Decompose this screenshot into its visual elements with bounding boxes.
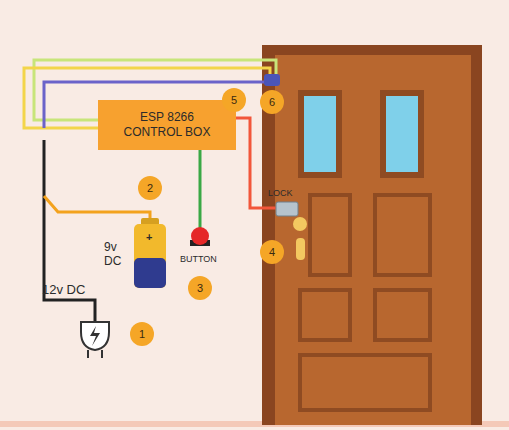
callout-number: 2	[138, 176, 162, 200]
battery-body	[134, 258, 166, 288]
plug-pin	[101, 350, 103, 358]
door-window	[386, 96, 418, 172]
voltage-label: 9v DC	[104, 240, 132, 268]
door-panel	[275, 55, 471, 425]
door-keyhole-plate	[296, 238, 305, 260]
door-inset	[300, 290, 350, 340]
callout-number: 6	[260, 90, 284, 114]
sensor	[264, 74, 280, 86]
voltage-label: 12v DC	[42, 283, 85, 297]
door-window-frame	[298, 90, 342, 178]
plug-pin	[87, 350, 89, 358]
door-window	[304, 96, 336, 172]
box-label: ESP 8266 CONTROL BOX	[109, 110, 225, 140]
wire-green	[199, 148, 202, 228]
door-frame	[262, 45, 482, 425]
callout-number: 5	[222, 88, 246, 112]
battery-body	[134, 224, 166, 288]
lock-symbol	[276, 202, 298, 216]
door-inset	[300, 355, 430, 410]
door-window-frame	[380, 90, 424, 178]
door-inset	[375, 195, 430, 275]
part-name: BUTTON	[180, 252, 217, 266]
callout-number: 4	[260, 240, 284, 264]
callout-number: 1	[130, 322, 154, 346]
callout-number: 3	[188, 276, 212, 300]
plug-symbol	[81, 322, 109, 350]
door-inset	[375, 290, 430, 340]
door-inset	[310, 195, 350, 275]
control-box: ESP 8266 CONTROL BOX	[98, 100, 236, 150]
wire-orange	[44, 196, 150, 222]
bolt-symbol	[90, 326, 100, 346]
button-symbol	[191, 227, 209, 245]
part-name: LOCK	[268, 186, 293, 200]
door-knob	[293, 217, 307, 231]
polarity-sign: +	[146, 230, 152, 244]
